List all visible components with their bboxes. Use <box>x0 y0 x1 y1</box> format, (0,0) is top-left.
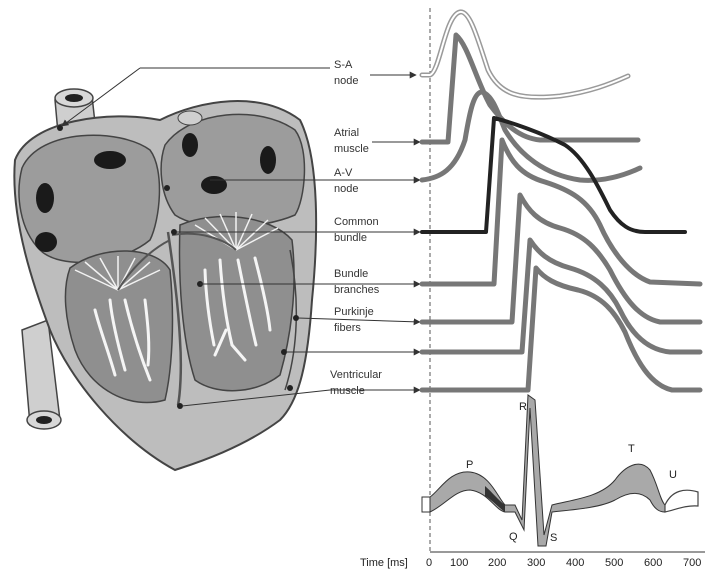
ecg-trace: P Q R S T U <box>422 395 698 546</box>
purkinje-fibers-trace-1 <box>422 195 700 322</box>
ventricular-marker <box>287 385 293 391</box>
ventricular-muscle-label-line2: muscle <box>330 385 365 397</box>
time-tick-200: 200 <box>488 557 506 569</box>
left-ventricle <box>180 217 295 391</box>
av-node-marker <box>164 185 170 191</box>
atrial-opening <box>201 176 227 194</box>
time-axis: Time [ms] 0 100 200 300 400 500 600 700 <box>360 552 705 569</box>
q-wave-label: Q <box>509 531 518 543</box>
purkinje-fibers-label-line1: Purkinje <box>334 306 374 318</box>
time-tick-0: 0 <box>426 557 432 569</box>
atrial-opening <box>182 133 198 157</box>
heart-illustration <box>14 89 316 470</box>
u-wave-label: U <box>669 469 677 481</box>
atrial-opening <box>36 183 54 213</box>
atrial-muscle-trace <box>422 35 638 142</box>
av-node-label-line1: A-V <box>334 167 353 179</box>
atrial-opening <box>260 146 276 174</box>
time-tick-300: 300 <box>527 557 545 569</box>
p-wave-label: P <box>466 459 473 471</box>
av-node-label-line2: node <box>334 183 358 195</box>
time-axis-label: Time [ms] <box>360 557 408 569</box>
atrial-opening <box>94 151 126 169</box>
common-bundle-label-line2: bundle <box>334 232 367 244</box>
left-atrium <box>161 114 304 227</box>
ventricular-muscle-label-line1: Ventricular <box>330 369 382 381</box>
bundle-branches-label-line1: Bundle <box>334 268 368 280</box>
atrial-opening <box>35 232 57 252</box>
atrial-muscle-label-line2: muscle <box>334 143 369 155</box>
time-tick-100: 100 <box>450 557 468 569</box>
time-tick-400: 400 <box>566 557 584 569</box>
common-bundle-label-line1: Common <box>334 216 379 228</box>
purkinje-fibers-label-line2: fibers <box>334 322 361 334</box>
s-wave-label: S <box>550 532 557 544</box>
r-wave-label: R <box>519 401 527 413</box>
time-tick-500: 500 <box>605 557 623 569</box>
tissue-labels: S-A node Atrial muscle A-V node Common b… <box>330 59 382 397</box>
atrial-muscle-label-line1: Atrial <box>334 127 359 139</box>
sa-node-label-line1: S-A <box>334 59 353 71</box>
ecg-band <box>422 395 665 546</box>
action-potential-traces <box>422 12 700 390</box>
t-wave-label: T <box>628 443 635 455</box>
purkinje-fibers-trace-2 <box>422 240 700 352</box>
time-tick-600: 600 <box>644 557 662 569</box>
u-wave <box>665 490 698 512</box>
bundle-branches-label-line2: branches <box>334 284 380 296</box>
time-tick-700: 700 <box>683 557 701 569</box>
sa-node-label-line2: node <box>334 75 358 87</box>
